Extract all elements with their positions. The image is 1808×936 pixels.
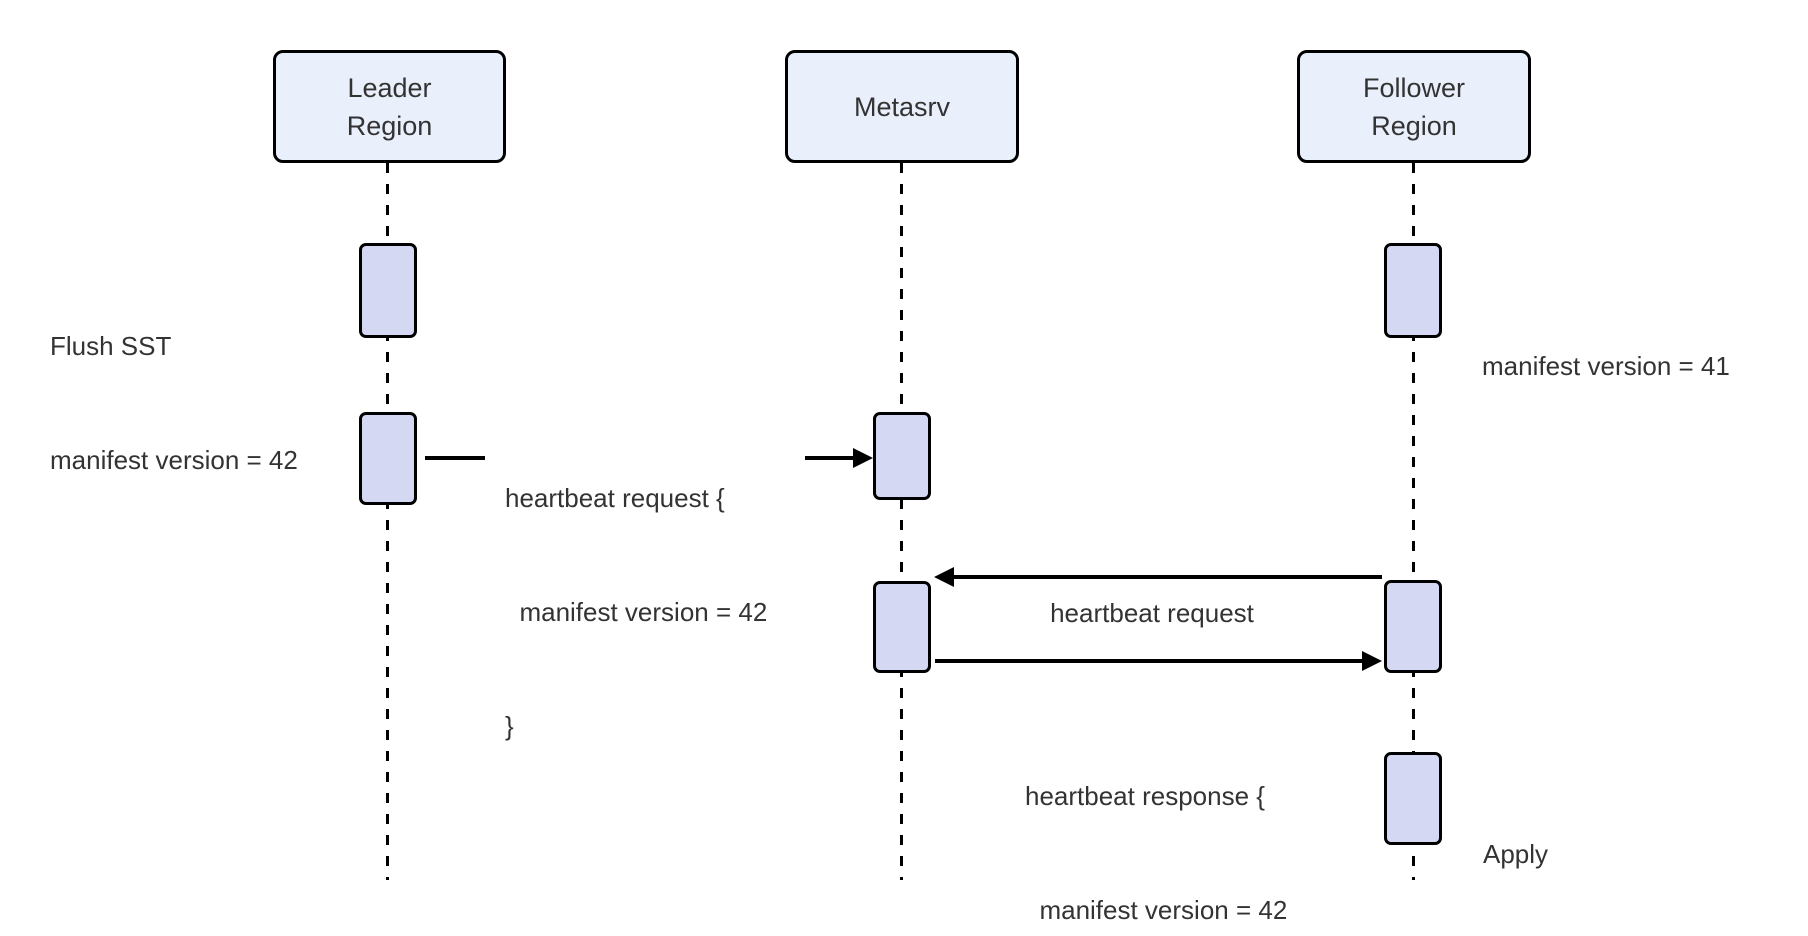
participant-metasrv-label: Metasrv <box>853 91 951 122</box>
message2-arrowhead <box>934 567 954 587</box>
note-manifest-version-41-line1: manifest version = 41 <box>1482 351 1730 381</box>
participant-leader-region: Leader Region <box>273 50 506 163</box>
participant-metasrv: Metasrv <box>785 50 1019 163</box>
message1-arrowhead <box>853 448 873 468</box>
note-flush-sst: Flush SST manifest version = 42 <box>50 251 298 555</box>
message1-label-line2: manifest version = 42 <box>505 597 768 627</box>
participant-leader-label-line2: Region <box>346 110 433 141</box>
message2-line <box>954 575 1382 579</box>
lifeline-leader-region <box>386 163 389 880</box>
message1-label: heartbeat request { manifest version = 4… <box>505 403 767 821</box>
participant-follower-label-line2: Region <box>1371 110 1457 141</box>
message2-label-line1: heartbeat request <box>1050 598 1254 628</box>
participant-follower-region: Follower Region <box>1297 50 1531 163</box>
note-apply: Apply manifest version = 42 <box>1483 759 1731 936</box>
message3-arrowhead <box>1362 651 1382 671</box>
participant-leader-label-line1: Leader <box>347 72 432 103</box>
message1-label-line1: heartbeat request { <box>505 483 725 513</box>
message1-line-end <box>805 456 853 460</box>
message1-line-start <box>425 456 485 460</box>
participant-follower-label-line1: Follower <box>1362 72 1466 103</box>
message3-label-line1: heartbeat response { <box>1025 781 1265 811</box>
message3-line <box>935 659 1362 663</box>
activation-metasrv-respond <box>873 581 931 673</box>
note-apply-line1: Apply <box>1483 839 1549 869</box>
activation-follower-heartbeat <box>1384 580 1442 673</box>
activation-leader-flush <box>359 243 417 338</box>
activation-follower-manifest41 <box>1384 243 1442 338</box>
activation-metasrv-receive <box>873 412 931 500</box>
note-flush-sst-line1: Flush SST <box>50 331 172 361</box>
lifeline-follower-region <box>1412 163 1415 880</box>
message1-label-line3: } <box>505 711 514 741</box>
message3-label: heartbeat response { manifest version = … <box>1025 701 1287 936</box>
message3-label-line2: manifest version = 42 <box>1025 895 1288 925</box>
note-flush-sst-line2: manifest version = 42 <box>50 445 298 475</box>
activation-follower-apply <box>1384 752 1442 845</box>
note-manifest-version-41: manifest version = 41 <box>1482 271 1730 461</box>
message2-label: heartbeat request <box>1050 518 1254 708</box>
lifeline-metasrv <box>900 163 903 880</box>
activation-leader-heartbeat <box>359 412 417 505</box>
